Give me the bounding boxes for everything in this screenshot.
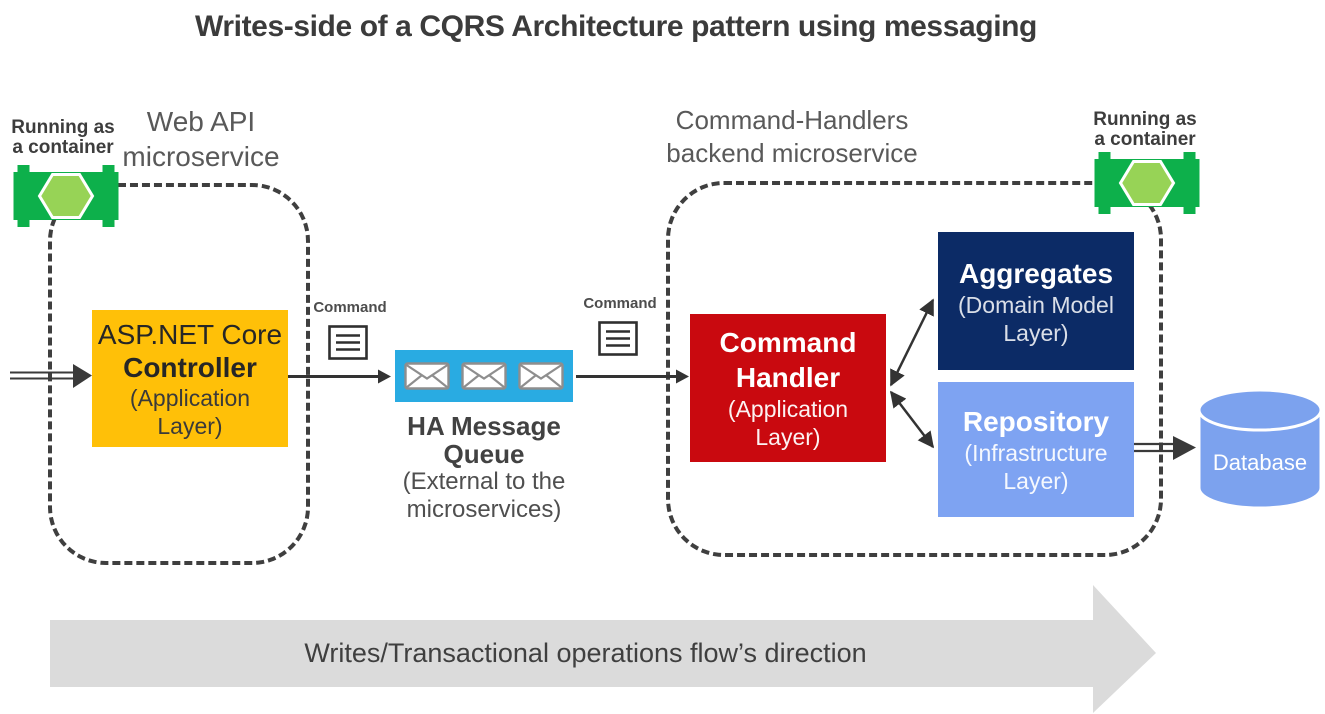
- command-message-icon: [598, 321, 638, 356]
- container-icon: [1094, 152, 1200, 214]
- command-message-icon: [328, 325, 368, 360]
- envelope-icon: [404, 362, 450, 390]
- diagram-title: Writes-side of a CQRS Architecture patte…: [195, 10, 1037, 43]
- backend-microservice-label: Command-Handlers backend microservice: [666, 105, 918, 168]
- repository-box: Repository (Infrastructure Layer): [938, 382, 1134, 517]
- controller-line2: Controller: [123, 351, 257, 383]
- queue-title: HA Message Queue: [407, 411, 561, 469]
- controller-line1: ASP.NET Core: [97, 318, 283, 350]
- database-cylinder-icon: [1197, 388, 1323, 510]
- repository-layer-label: (Infrastructure Layer): [964, 440, 1108, 494]
- command-handler-box: Command Handler (Application Layer): [690, 314, 886, 462]
- aggregates-layer-label: (Domain Model Layer): [958, 291, 1114, 346]
- aggregates-box: Aggregates (Domain Model Layer): [938, 232, 1134, 370]
- queue-subtitle: (External to the microservices): [402, 468, 566, 523]
- repository-title: Repository: [962, 406, 1110, 437]
- envelope-icon: [518, 362, 564, 390]
- command-label-2: Command: [583, 295, 657, 312]
- flow-direction-label: Writes/Transactional operations flow’s d…: [304, 638, 867, 668]
- controller-layer-label: (Application Layer): [129, 384, 251, 439]
- database-label: Database: [1212, 450, 1308, 475]
- container-icon: [13, 165, 119, 227]
- running-as-container-note-left: Running as a container: [11, 117, 115, 158]
- command-label-1: Command: [313, 299, 387, 316]
- running-as-container-note-right: Running as a container: [1093, 109, 1197, 150]
- aggregates-title: Aggregates: [958, 257, 1114, 289]
- aspnet-core-controller-box: ASP.NET Core Controller (Application Lay…: [92, 310, 288, 447]
- flow-direction-arrow: Writes/Transactional operations flow’s d…: [50, 585, 1156, 713]
- command-handler-layer-label: (Application Layer): [727, 396, 849, 450]
- ha-message-queue-box: [392, 347, 576, 405]
- backend-microservice-boundary: [666, 181, 1163, 557]
- envelope-icon: [461, 362, 507, 390]
- web-api-microservice-label: Web API microservice: [122, 106, 280, 172]
- ha-message-queue-label: HA Message Queue (External to the micros…: [373, 412, 595, 524]
- command-handler-title: Command Handler: [719, 327, 857, 393]
